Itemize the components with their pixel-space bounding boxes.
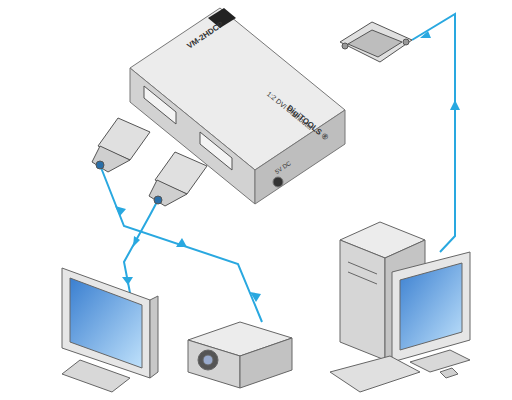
dvi-plug: [149, 152, 207, 206]
box-outline: [128, 4, 350, 209]
monitor: [62, 268, 158, 392]
computer: [330, 222, 470, 392]
dvi-plug: [92, 118, 150, 172]
power-jack: [273, 177, 283, 187]
arrow-head: [115, 206, 126, 216]
projector: [188, 322, 292, 388]
arrow-head: [420, 31, 431, 38]
dvi-socket: [200, 132, 232, 170]
arrow-head: [176, 238, 187, 247]
arrow-head: [122, 277, 133, 285]
arrow-head: [450, 100, 460, 110]
arrow-head: [250, 292, 261, 302]
box-face: [130, 68, 255, 204]
arrow-head: [133, 236, 140, 247]
cable: [412, 14, 455, 252]
distributor-box: VM-2HDCP1:2 DVI DistributorDigiTOOLS ®5V…: [128, 4, 350, 209]
dvi-socket: [144, 86, 176, 124]
dvi-plug: [340, 22, 412, 62]
